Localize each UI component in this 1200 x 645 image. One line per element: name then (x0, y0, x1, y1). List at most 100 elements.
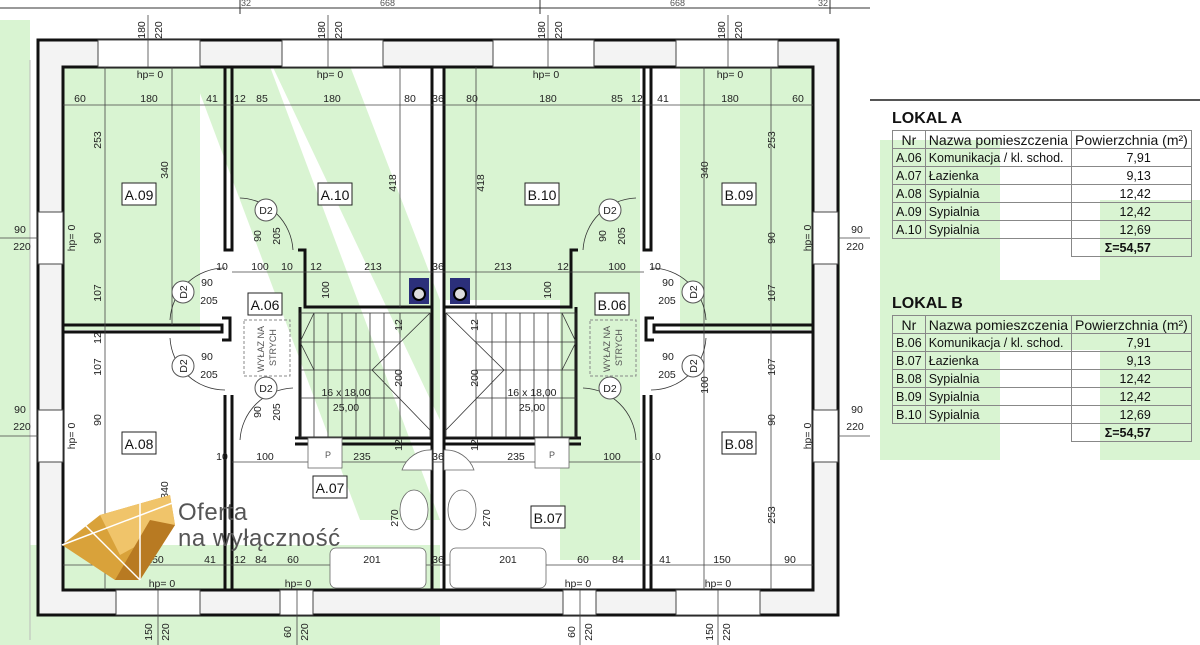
dimension-label: 12 (631, 93, 643, 105)
dimension-label: 220 (13, 241, 31, 253)
dimension-label: 60 (282, 626, 294, 638)
dimension-label: hp= 0 (137, 69, 164, 81)
dimension-label: 205 (200, 369, 218, 381)
dimension-label: 180 (721, 93, 739, 105)
dimension-label: 90 (252, 230, 264, 242)
dimension-label: 80 (466, 93, 478, 105)
table-cell: 12,69 (1071, 405, 1192, 424)
door-tag: D2 (603, 383, 617, 395)
area-tables: LOKAL A Nr Nazwa pomieszczenia Powierzch… (876, 110, 1200, 442)
table-cell: 7,91 (1071, 148, 1192, 167)
dimension-label: 100 (542, 281, 554, 299)
table-cell: B.06 (892, 333, 926, 352)
dimension-label: hp= 0 (565, 578, 592, 590)
dimension-label: 107 (766, 358, 778, 376)
area-table-lokal-a: Nr Nazwa pomieszczenia Powierzchnia (m²)… (892, 130, 1192, 257)
stair-spec: 16 x 18,00 (321, 387, 370, 399)
chimney-icon (409, 278, 470, 304)
dimension-label: hp= 0 (802, 225, 814, 252)
column-header: Powierzchnia (m²) (1071, 315, 1192, 334)
dimension-label: 205 (658, 369, 676, 381)
dimension-label: hp= 0 (705, 578, 732, 590)
dimension-label: hp= 0 (285, 578, 312, 590)
dimension-label: 107 (92, 284, 104, 302)
column-header: Nr (892, 315, 926, 334)
dimension-label: 253 (92, 131, 104, 149)
table-cell: A.10 (892, 220, 926, 239)
table-cell: 12,42 (1071, 369, 1192, 388)
table-cell: Sypialnia (924, 202, 1073, 221)
dimension-label: WYŁAZ NA (256, 326, 266, 372)
table-cell: 9,13 (1071, 351, 1192, 370)
dimension-label: 180 (140, 93, 158, 105)
dimension-label: 270 (389, 509, 401, 527)
dimension-label: 10 (216, 261, 228, 273)
table-cell: A.06 (892, 148, 926, 167)
dimension-label: 107 (766, 284, 778, 302)
dimension-label: 90 (14, 224, 26, 236)
dimension-lines (0, 15, 870, 645)
dimension-label: 85 (611, 93, 623, 105)
dimension-label: 90 (252, 406, 264, 418)
dimension-label: 180 (316, 21, 328, 39)
dimension-label: 41 (206, 93, 218, 105)
wc-symbol: P (325, 450, 331, 460)
dimension-label: 220 (553, 21, 565, 39)
dim-label: 668 (670, 0, 685, 8)
dimension-label: 270 (481, 509, 493, 527)
table-cell (893, 424, 926, 442)
dimension-label: 150 (713, 554, 731, 566)
door-tag: D2 (688, 359, 700, 373)
dimension-label: 107 (92, 358, 104, 376)
dimension-label: 205 (271, 403, 283, 421)
total-area: Σ=54,57 (1071, 238, 1192, 257)
dimension-label: 90 (92, 414, 104, 426)
table-cell: 12,69 (1071, 220, 1192, 239)
dimension-label: 200 (469, 369, 481, 387)
dimension-label: 12 (393, 439, 405, 451)
room-label: A.06 (251, 297, 280, 313)
dimension-label: 60 (577, 554, 589, 566)
room-label: B.07 (534, 510, 563, 526)
dimension-label: hp= 0 (533, 69, 560, 81)
dimension-label: 340 (699, 161, 711, 179)
dimension-label: 340 (159, 161, 171, 179)
dimension-label: 84 (255, 554, 267, 566)
dimension-label: 418 (387, 174, 399, 192)
dimension-label: WYŁAZ NA (602, 326, 612, 372)
dimension-label: 220 (13, 421, 31, 433)
dimension-label: 41 (659, 554, 671, 566)
table-cell: Komunikacja / kl. schod. (924, 148, 1073, 167)
stair-spec: 25,00 (333, 402, 359, 414)
dimension-label: hp= 0 (717, 69, 744, 81)
dimension-label: 235 (353, 451, 371, 463)
dimension-label: 90 (92, 232, 104, 244)
table-cell: Sypialnia (924, 369, 1073, 388)
dimension-label: 90 (14, 404, 26, 416)
table-cell: A.07 (892, 166, 926, 185)
dimension-label: 220 (160, 623, 172, 641)
dimension-label: 80 (404, 93, 416, 105)
dimension-label: 180 (536, 21, 548, 39)
staircase-b (445, 312, 577, 438)
column-header: Nr (892, 130, 926, 149)
hp-labels: hp= 0 hp= 0 hp= 0 hp= 0 hp= 0 hp= 0 hp= 0 hp… (66, 69, 814, 590)
dimension-label: hp= 0 (66, 423, 78, 450)
dimension-label: 90 (662, 277, 674, 289)
dimension-label: 100 (608, 261, 626, 273)
dimension-label: 90 (662, 351, 674, 363)
column-header: Powierzchnia (m²) (1071, 130, 1192, 149)
dimension-label: hp= 0 (317, 69, 344, 81)
dimension-label: 220 (583, 623, 595, 641)
table-cell: Sypialnia (924, 387, 1073, 406)
dimension-label: 12 (469, 439, 481, 451)
logo-text-line1: Oferta (178, 499, 248, 526)
dimension-label: 10 (281, 261, 293, 273)
table-cell: Łazienka (924, 166, 1073, 185)
